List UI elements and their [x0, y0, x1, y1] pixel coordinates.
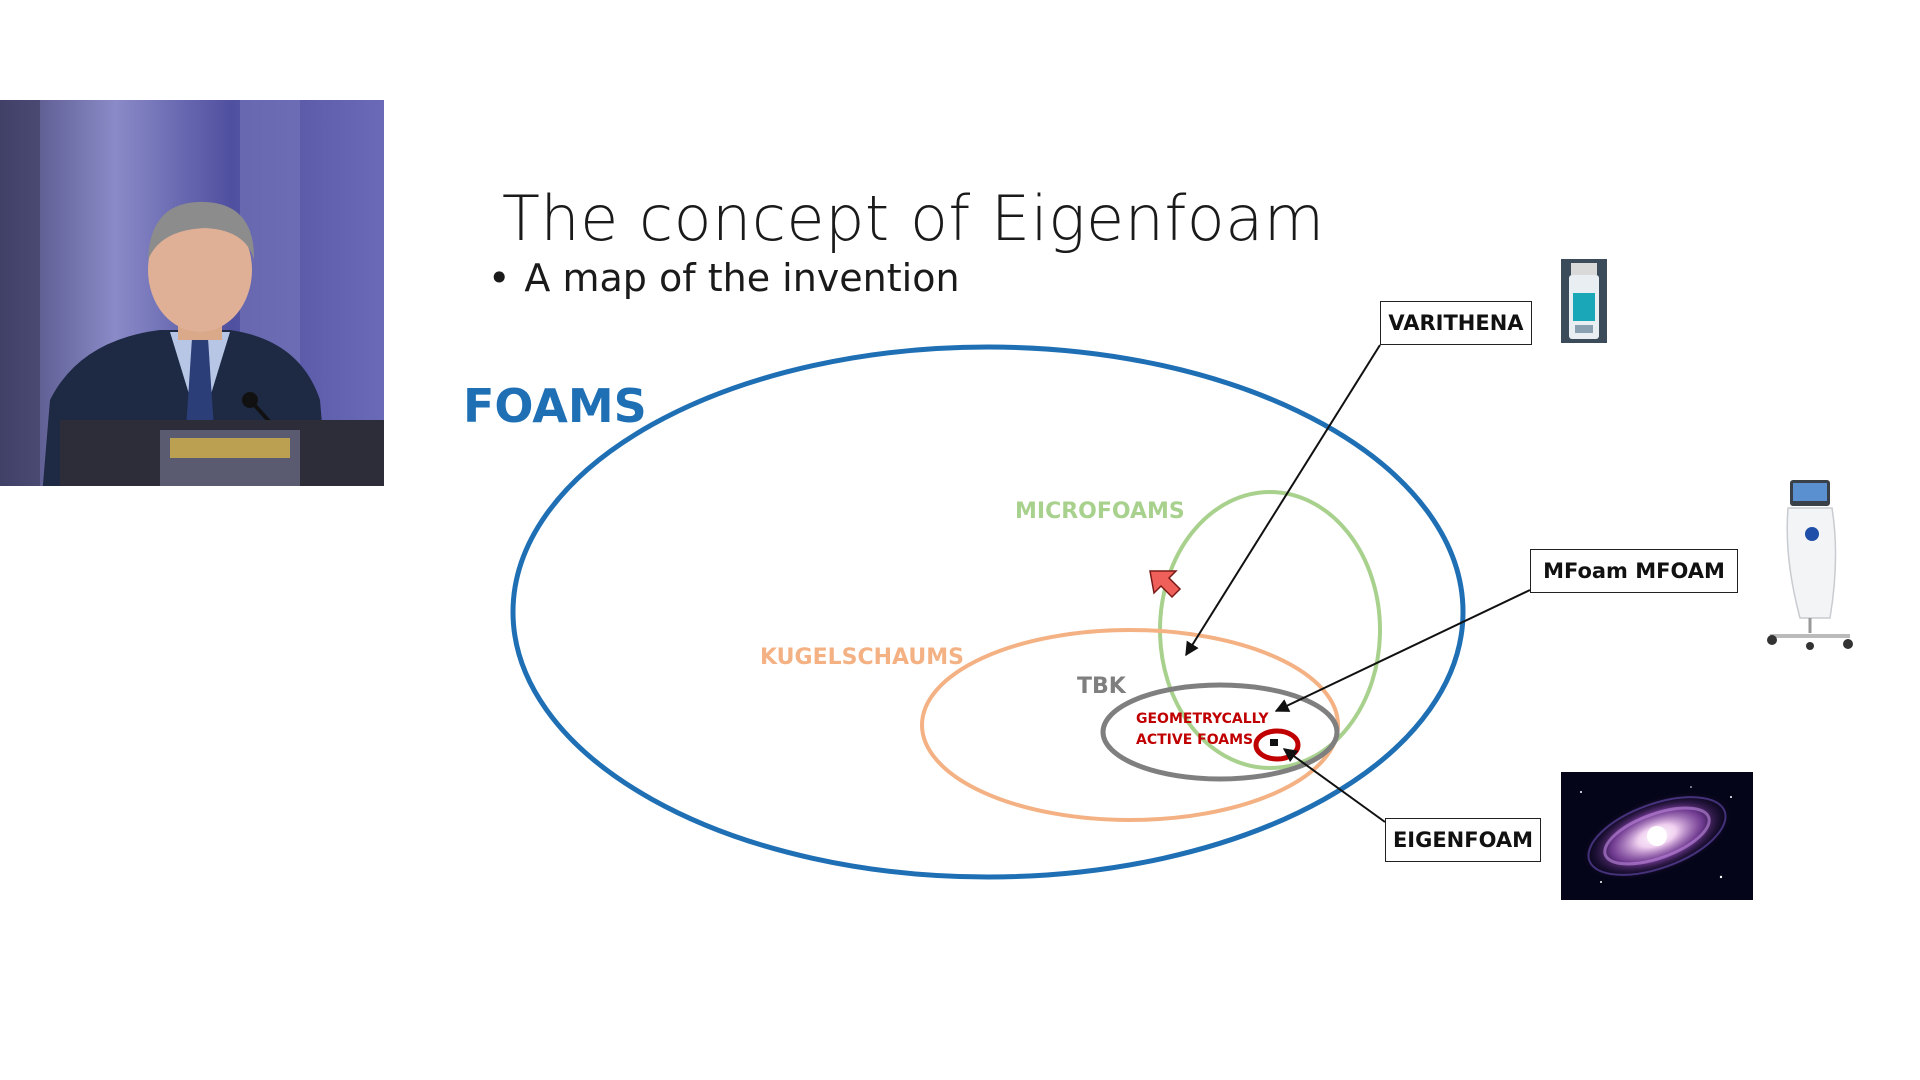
- geometrically-active-label-2: ACTIVE FOAMS: [1136, 732, 1253, 748]
- varithena-canister: [1561, 259, 1607, 343]
- eigenfoam-callout: EIGENFOAM: [1385, 818, 1541, 862]
- tbk-label: TBK: [1077, 674, 1127, 699]
- tbk-ellipse: [1100, 682, 1340, 782]
- speaker-photo: [0, 100, 384, 486]
- mfoam-callout: MFoam MFOAM: [1530, 549, 1738, 593]
- varithena-image: [1561, 259, 1607, 343]
- geometrically-active-label-1: GEOMETRYCALLY: [1136, 711, 1269, 727]
- galaxy-image: [1561, 772, 1753, 900]
- eigenfoam-ellipse: [1253, 728, 1301, 762]
- eigenfoam-arrow: [1282, 748, 1386, 823]
- slide-subtitle: • A map of the invention: [488, 256, 960, 300]
- kugelschaums-label: KUGELSCHAUMS: [760, 645, 964, 670]
- mfoam-arrow: [1274, 589, 1531, 712]
- eigenfoam-image: [1561, 772, 1753, 900]
- kugelschaums-ellipse: [920, 628, 1340, 822]
- foams-ellipse: [510, 344, 1466, 880]
- varithena-arrow: [1185, 344, 1381, 657]
- pointer-icon: [1149, 570, 1182, 599]
- mfoam-image: [1760, 478, 1860, 663]
- microfoams-label: MICROFOAMS: [1015, 499, 1185, 524]
- mfoam-device: [1760, 478, 1860, 663]
- slide-title: The concept of Eigenfoam: [502, 182, 1325, 255]
- varithena-callout: VARITHENA: [1380, 301, 1532, 345]
- subtitle-text: A map of the invention: [524, 256, 960, 300]
- eigenfoam-point: [1270, 739, 1278, 746]
- bullet-symbol: •: [488, 256, 511, 300]
- speaker-video: [0, 100, 384, 486]
- foams-label: FOAMS: [463, 379, 647, 433]
